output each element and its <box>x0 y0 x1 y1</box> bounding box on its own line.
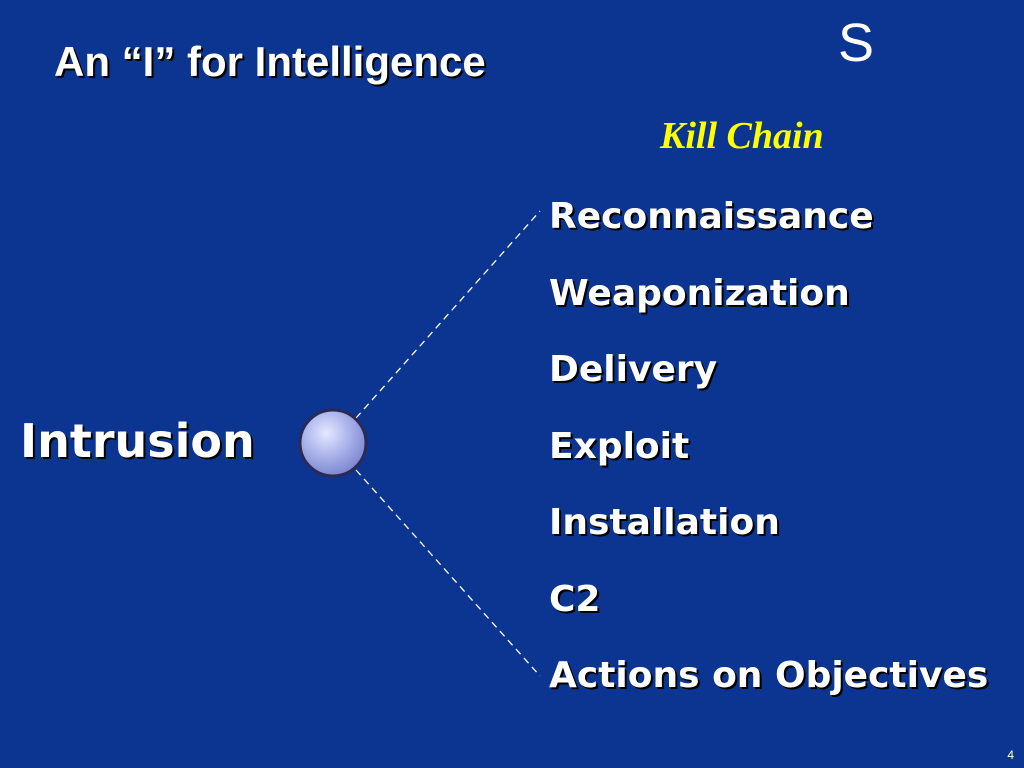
corner-letter: S <box>838 13 875 73</box>
phase-delivery: Delivery <box>549 349 718 390</box>
intrusion-label: Intrusion <box>20 414 255 468</box>
phase-reconnaissance: Reconnaissance <box>549 196 874 237</box>
upper-dashed-connector <box>355 210 541 419</box>
phase-weaponization: Weaponization <box>549 272 850 314</box>
kill-chain-phase-list: Reconnaissance Weaponization Delivery Ex… <box>549 190 988 726</box>
lower-dashed-connector <box>355 469 541 677</box>
phase-installation: Installation <box>549 502 780 543</box>
slide-title: An “I” for Intelligence <box>54 38 486 85</box>
phase-actions-on-objectives: Actions on Objectives <box>549 655 989 696</box>
intrusion-node-circle <box>298 408 368 478</box>
page-number: 4 <box>1007 748 1014 762</box>
kill-chain-label: Kill Chain <box>660 115 824 157</box>
phase-c2: C2 <box>549 578 601 620</box>
phase-exploit: Exploit <box>549 425 690 467</box>
